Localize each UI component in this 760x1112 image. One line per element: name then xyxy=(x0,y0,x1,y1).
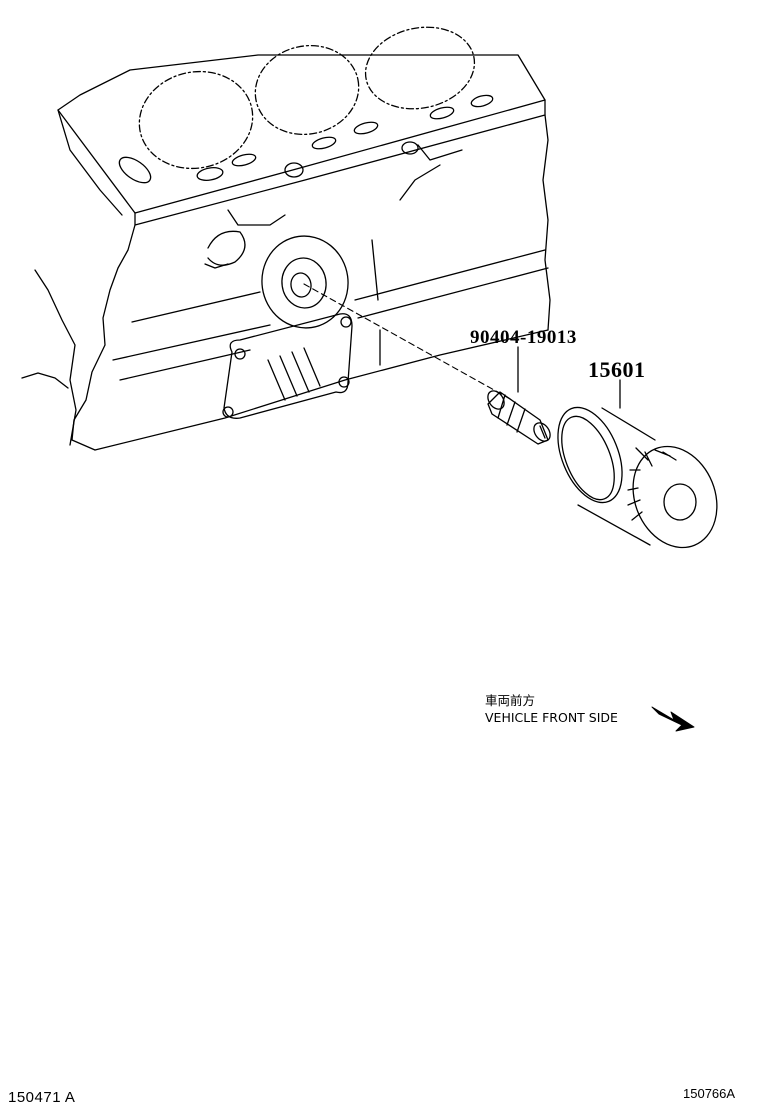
illustration-code-right: 150766A xyxy=(683,1086,736,1101)
illustration-code-left: 150471 A xyxy=(8,1089,76,1106)
vehicle-front-japanese: 車両前方 xyxy=(485,693,536,708)
part-number-90404-19013[interactable]: 90404-19013 xyxy=(470,327,577,348)
oil-filter-drawing xyxy=(557,406,718,549)
arrow-down-right-icon xyxy=(651,706,695,732)
part-number-15601[interactable]: 15601 xyxy=(588,357,646,382)
vehicle-front-note: 車両前方 VEHICLE FRONT SIDE xyxy=(485,692,618,726)
union-bolt-drawing xyxy=(487,390,551,445)
engine-block-drawing xyxy=(21,26,551,451)
assembly-line xyxy=(303,283,513,401)
vehicle-front-english: VEHICLE FRONT SIDE xyxy=(485,710,618,725)
